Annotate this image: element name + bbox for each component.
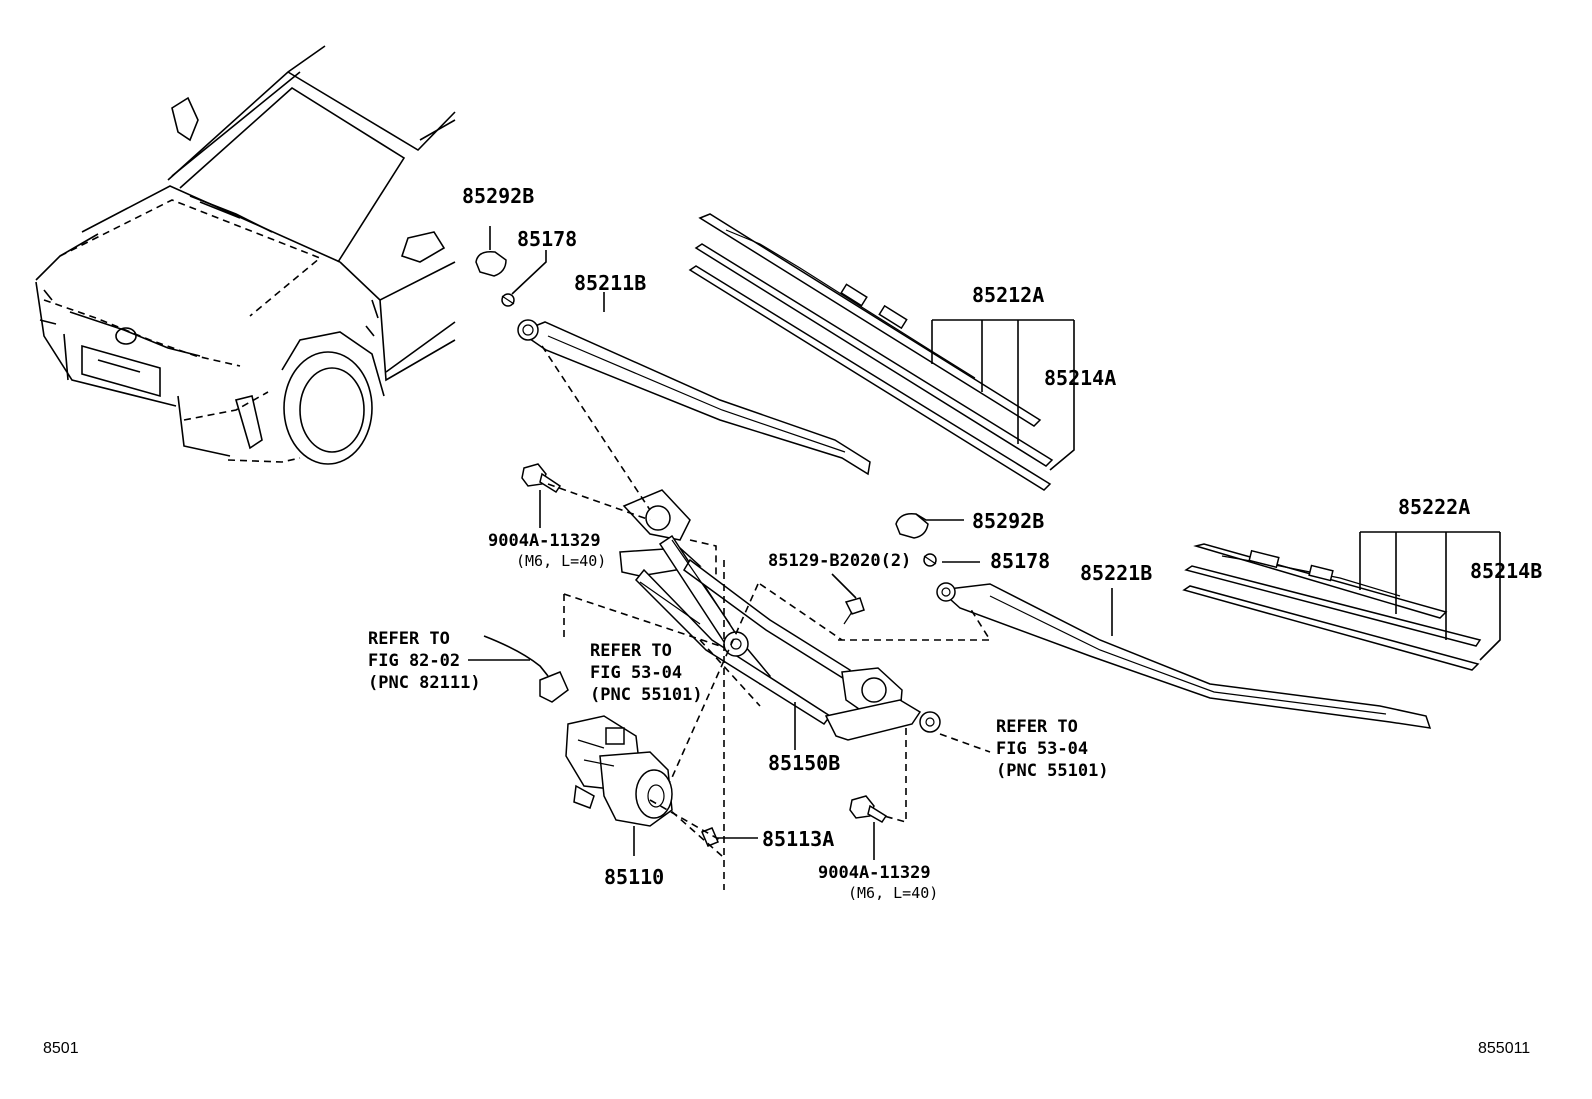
part-labels: 85292B 85178 85211B 85212A 85214A 9004A-… [368,184,1542,902]
bolt-right [849,795,888,823]
nut-right [923,553,937,567]
refer-82-line1: REFER TO [368,629,450,649]
label-bolt-spec-left: (M6, L=40) [516,552,606,570]
screw [843,597,865,625]
footer-right-code: 855011 [1478,1040,1531,1057]
label-85113a: 85113A [762,827,834,851]
label-85214a: 85214A [1044,366,1116,390]
pivot-cap-left [475,250,507,277]
wiper-linkage [619,489,941,741]
wiper-arm-right [936,582,1432,729]
refer-53a-line2: FIG 53-04 [590,663,682,683]
footer-left-code: 8501 [43,1040,79,1057]
car-illustration [35,45,456,465]
label-85292b-right: 85292B [972,509,1044,533]
refer-82-line3: (PNC 82111) [368,673,481,693]
label-85212a: 85212A [972,283,1044,307]
refer-53a-line3: (PNC 55101) [590,685,703,705]
refer-53a-line1: REFER TO [590,641,672,661]
label-85129: 85129-B2020(2) [768,551,911,571]
label-85178-right: 85178 [990,549,1050,573]
label-85214b: 85214B [1470,559,1542,583]
refer-53b-line3: (PNC 55101) [996,761,1109,781]
wiper-arm-left [517,319,871,476]
label-85221b: 85221B [1080,561,1152,585]
motor-connector [483,635,569,703]
wiper-motor [565,715,673,827]
pivot-cap-right [895,512,929,539]
label-85211b: 85211B [574,271,646,295]
label-85178-left: 85178 [517,227,577,251]
label-9004a-left: 9004A-11329 [488,531,601,551]
bolt-left [521,463,562,494]
nut-left [501,293,515,307]
refer-82-line2: FIG 82-02 [368,651,460,671]
label-85110: 85110 [604,865,664,889]
refer-53b-line1: REFER TO [996,717,1078,737]
refer-53b-line2: FIG 53-04 [996,739,1088,759]
wiper-blade-right [1182,543,1482,671]
wiper-blade-left [688,213,1054,491]
label-85150b: 85150B [768,751,840,775]
label-bolt-spec-right: (M6, L=40) [848,884,938,902]
label-85292b-left: 85292B [462,184,534,208]
label-85222a: 85222A [1398,495,1470,519]
label-9004a-right: 9004A-11329 [818,863,931,883]
dashed-leaders [541,345,992,890]
